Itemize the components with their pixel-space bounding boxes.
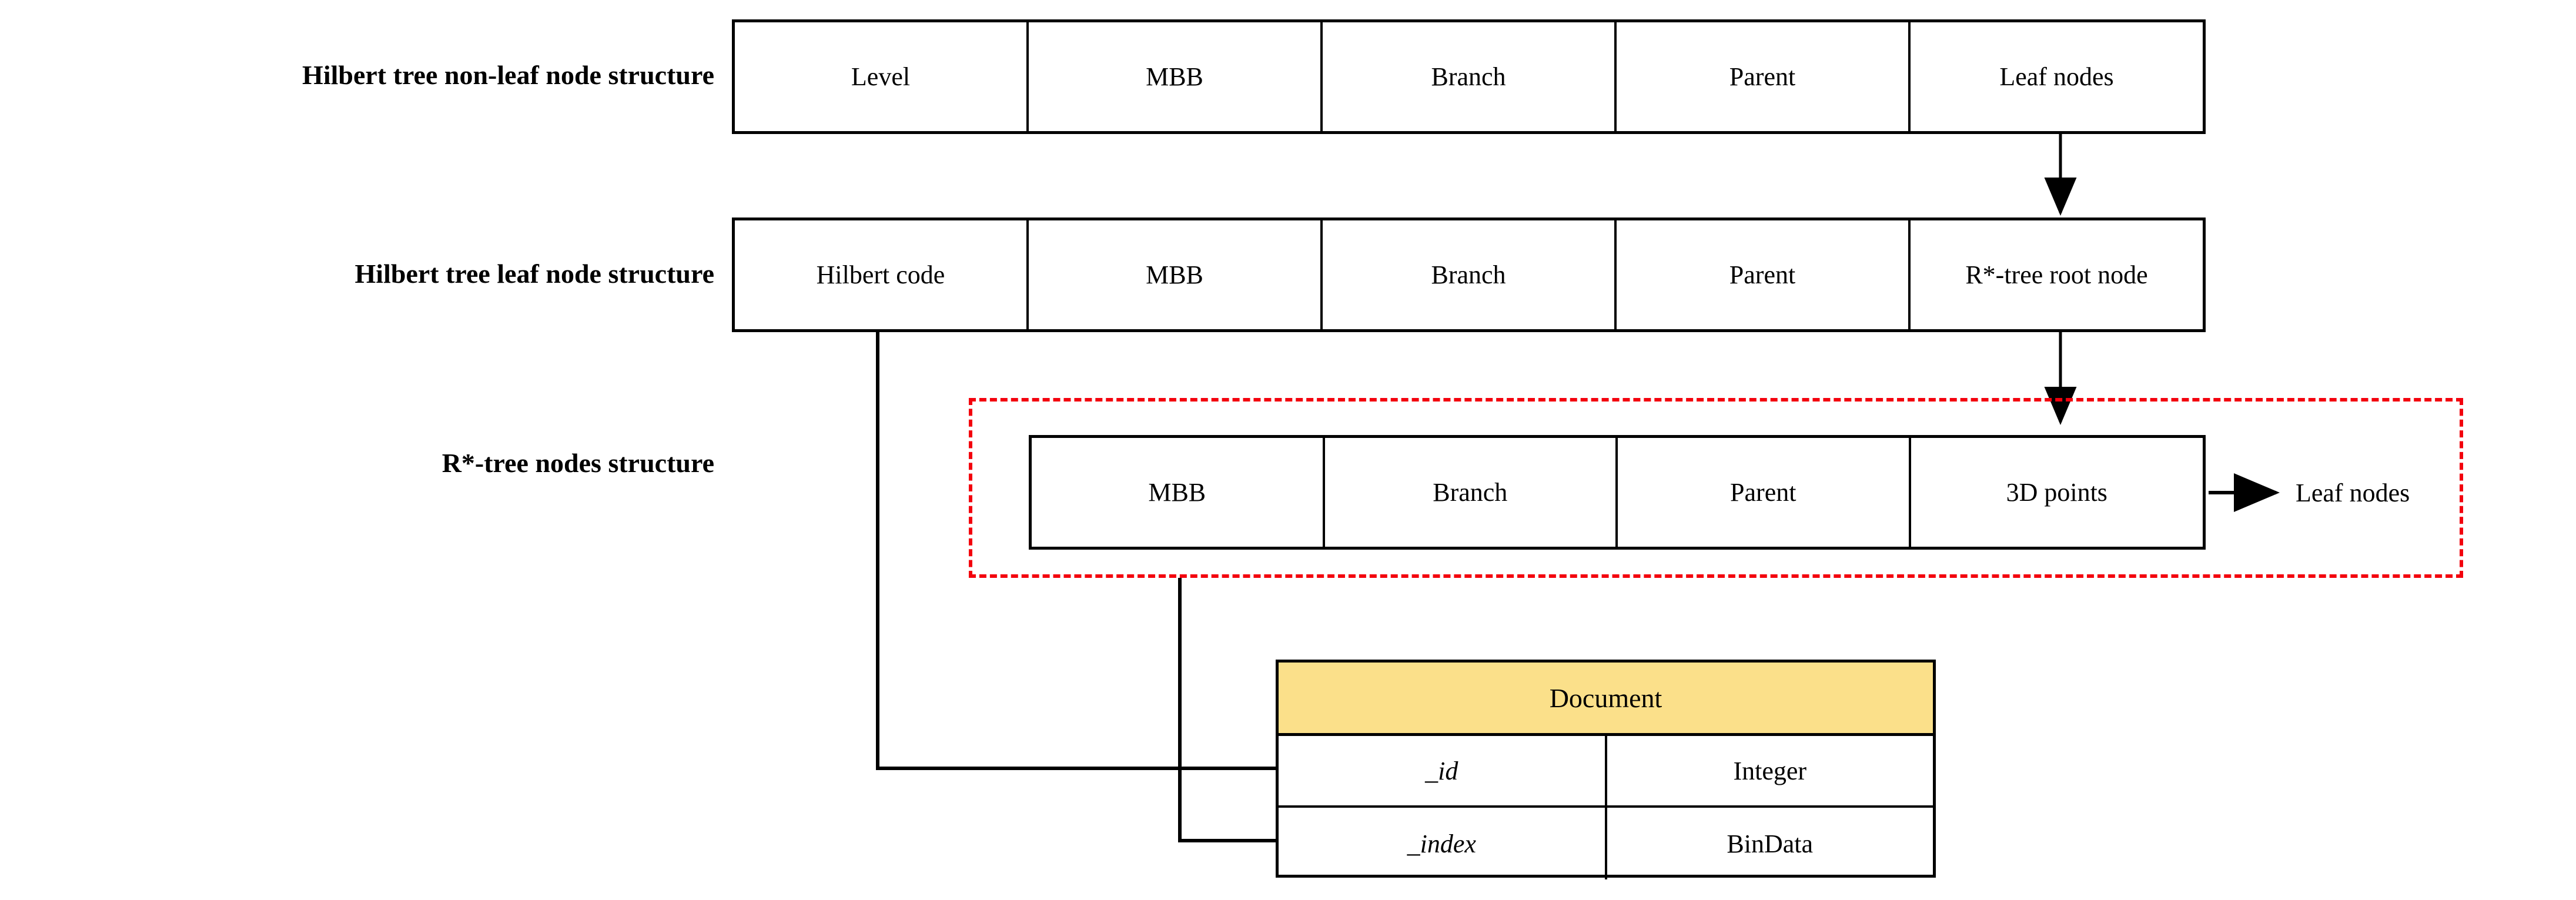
cell-nonleaf-leaf-nodes: Leaf nodes xyxy=(1999,62,2114,91)
cell-rstar-mbb: MBB xyxy=(1032,438,1325,547)
hilbert-nonleaf-node-table: Level MBB Branch Parent Leaf nodes xyxy=(732,19,2206,134)
cell-leaf-parent: Parent xyxy=(1617,220,1911,329)
rstar-highlight-region xyxy=(969,398,2463,578)
document-field-type-index: BinData xyxy=(1727,829,1814,858)
document-table-title: Document xyxy=(1279,663,1933,736)
document-table: Document _id Integer _index BinData xyxy=(1276,660,1936,879)
rstar-node-table: MBB Branch Parent 3D points xyxy=(1029,435,2206,550)
document-row-id: _id Integer xyxy=(1279,736,1933,808)
document-field-name-index: _index xyxy=(1279,808,1607,879)
cell-nonleaf-mbb: MBB xyxy=(1029,22,1323,131)
rstar-leaf-nodes-text: Leaf nodes xyxy=(2296,479,2410,507)
cell-leaf-rstar-root: R*-tree root node xyxy=(1965,260,2148,289)
cell-nonleaf-level: Level xyxy=(735,22,1029,131)
cell-leaf-mbb: MBB xyxy=(1029,220,1323,329)
cell-rstar-3d-points: 3D points xyxy=(2006,477,2107,507)
label-hilbert-leaf-structure: Hilbert tree leaf node structure xyxy=(354,259,714,289)
cell-rstar-branch: Branch xyxy=(1325,438,1618,547)
label-rstar-nodes-structure: R*-tree nodes structure xyxy=(441,448,714,478)
cell-rstar-parent: Parent xyxy=(1618,438,1911,547)
cell-leaf-hilbert-code: Hilbert code xyxy=(735,220,1029,329)
hilbert-leaf-node-table: Hilbert code MBB Branch Parent R*-tree r… xyxy=(732,218,2206,332)
document-row-index: _index BinData xyxy=(1279,808,1933,879)
label-hilbert-nonleaf-structure: Hilbert tree non-leaf node structure xyxy=(302,60,714,90)
document-field-type-id: Integer xyxy=(1733,756,1807,785)
document-field-name-id: _id xyxy=(1279,736,1607,805)
cell-nonleaf-parent: Parent xyxy=(1617,22,1911,131)
cell-leaf-branch: Branch xyxy=(1323,220,1617,329)
cell-nonleaf-branch: Branch xyxy=(1323,22,1617,131)
